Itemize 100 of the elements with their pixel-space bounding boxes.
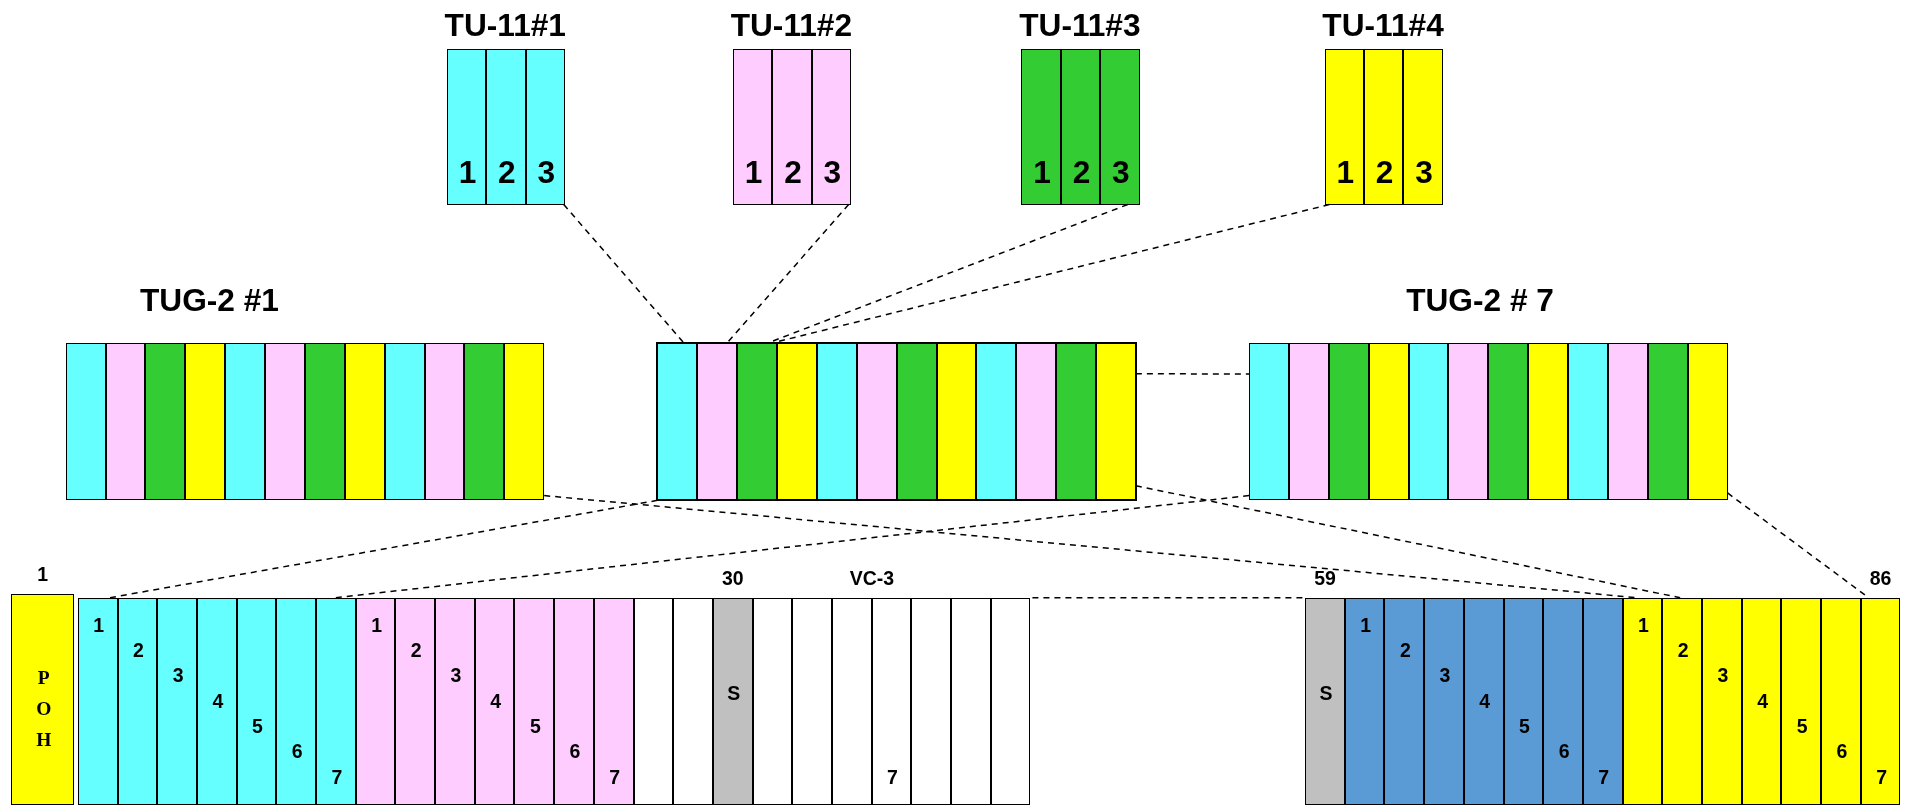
column [395, 597, 436, 805]
dashed-connector [333, 494, 1250, 599]
column-index: 1 [37, 564, 48, 585]
column [593, 597, 634, 805]
column-number: 4 [490, 691, 502, 712]
column [105, 343, 146, 501]
overhead-column [10, 594, 75, 805]
column [712, 597, 753, 805]
block-title: TUG-2 # 7 [1406, 284, 1554, 317]
column [65, 343, 106, 501]
column-number: 7 [331, 767, 343, 788]
column-number: 7 [1876, 767, 1887, 788]
column [1324, 48, 1364, 205]
dashed-connector [1135, 373, 1250, 375]
column [157, 597, 197, 805]
column [225, 343, 266, 501]
column [1344, 597, 1385, 805]
column [1328, 343, 1369, 501]
column [1403, 48, 1443, 205]
container-block [657, 343, 1136, 501]
dashed-connector [770, 203, 1331, 345]
column-number: S [727, 683, 741, 704]
block-title: TUG-2 #1 [140, 284, 279, 317]
block-title: TU-11#1 [444, 9, 566, 42]
column [951, 597, 991, 805]
column [265, 343, 305, 501]
column [185, 343, 226, 501]
column [1060, 48, 1101, 205]
column [504, 343, 545, 501]
column [732, 48, 773, 205]
column [424, 343, 465, 501]
column [1368, 343, 1409, 501]
column [236, 597, 277, 805]
column [486, 48, 526, 205]
column [1463, 597, 1504, 805]
column [1607, 343, 1648, 501]
column-number: 2 [133, 641, 144, 661]
column [1741, 597, 1782, 805]
column [525, 48, 565, 205]
block-title: TU-11#4 [1322, 9, 1444, 42]
column [832, 597, 872, 805]
column [772, 48, 812, 205]
column [1568, 343, 1608, 501]
column [1289, 343, 1329, 501]
column-number: 6 [291, 742, 303, 762]
column-index: 86 [1869, 568, 1892, 588]
column [276, 597, 317, 805]
column [1056, 343, 1096, 501]
column [77, 597, 118, 805]
column [1503, 597, 1544, 805]
column-number: 2 [1399, 641, 1411, 661]
column [1702, 597, 1742, 805]
column-number: 4 [212, 691, 224, 712]
column-number: 3 [823, 156, 842, 189]
column-number: 1 [744, 156, 763, 189]
column-index: 30 [721, 568, 744, 588]
column [304, 343, 345, 501]
column [145, 343, 186, 501]
column-number: 2 [410, 641, 422, 661]
column-number: 4 [1479, 691, 1491, 712]
column-number: 7 [1598, 767, 1610, 788]
column-number: 4 [1757, 691, 1768, 712]
column-number: 3 [1717, 666, 1729, 686]
column-number: 2 [784, 156, 802, 189]
column-number: 5 [252, 717, 263, 737]
column [856, 343, 897, 501]
column-number: 3 [1439, 666, 1451, 686]
block-title: VC-3 [849, 568, 895, 588]
column [633, 597, 674, 805]
column [1305, 597, 1345, 805]
column-number: 6 [569, 742, 581, 762]
column-number: 5 [529, 717, 541, 737]
column-number: 7 [887, 767, 898, 788]
column [777, 343, 817, 501]
dashed-connector [563, 203, 685, 345]
column-index: 59 [1314, 568, 1336, 588]
column-number: 1 [1360, 615, 1372, 636]
column [1021, 48, 1061, 205]
column [1096, 343, 1136, 501]
column-number: 2 [1677, 641, 1689, 661]
column [117, 597, 158, 805]
column-number: 1 [458, 156, 477, 189]
column [871, 597, 912, 805]
column-number: 2 [1375, 156, 1394, 189]
column [811, 48, 851, 205]
column-number: 1 [1336, 156, 1355, 189]
column [697, 343, 738, 501]
column-number: 3 [1415, 156, 1433, 189]
column-number: 3 [537, 156, 555, 189]
column [446, 48, 487, 205]
column-number: 7 [609, 767, 621, 788]
column [1448, 343, 1489, 501]
column [1408, 343, 1449, 501]
column-number: 3 [1112, 156, 1130, 189]
column-number: S [1319, 683, 1333, 704]
column-number: 6 [1558, 742, 1570, 762]
column [792, 597, 832, 805]
dashed-connector [1135, 485, 1681, 599]
column [936, 343, 977, 501]
column-number: 2 [1072, 156, 1091, 189]
